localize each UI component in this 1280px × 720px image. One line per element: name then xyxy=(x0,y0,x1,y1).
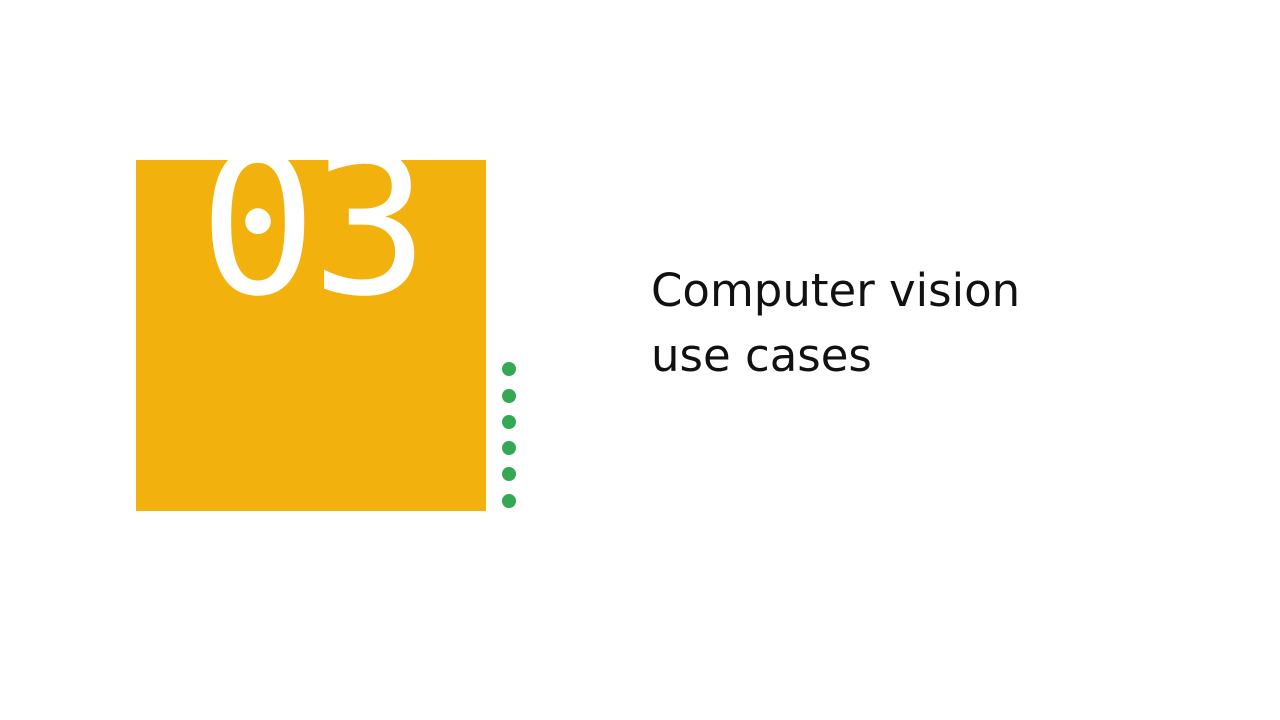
slide-title: Computer vision use cases xyxy=(651,258,1211,388)
dot-icon xyxy=(502,494,516,508)
section-number: 03 xyxy=(198,160,429,340)
vertical-dot-column-icon xyxy=(502,362,516,512)
dot-icon xyxy=(502,467,516,481)
slide-title-line-1: Computer vision xyxy=(651,264,1021,317)
dot-icon xyxy=(502,415,516,429)
slide-title-line-2: use cases xyxy=(651,329,872,382)
dot-icon xyxy=(502,441,516,455)
dot-icon xyxy=(502,389,516,403)
section-number-block: 03 xyxy=(136,160,486,511)
dot-icon xyxy=(502,362,516,376)
